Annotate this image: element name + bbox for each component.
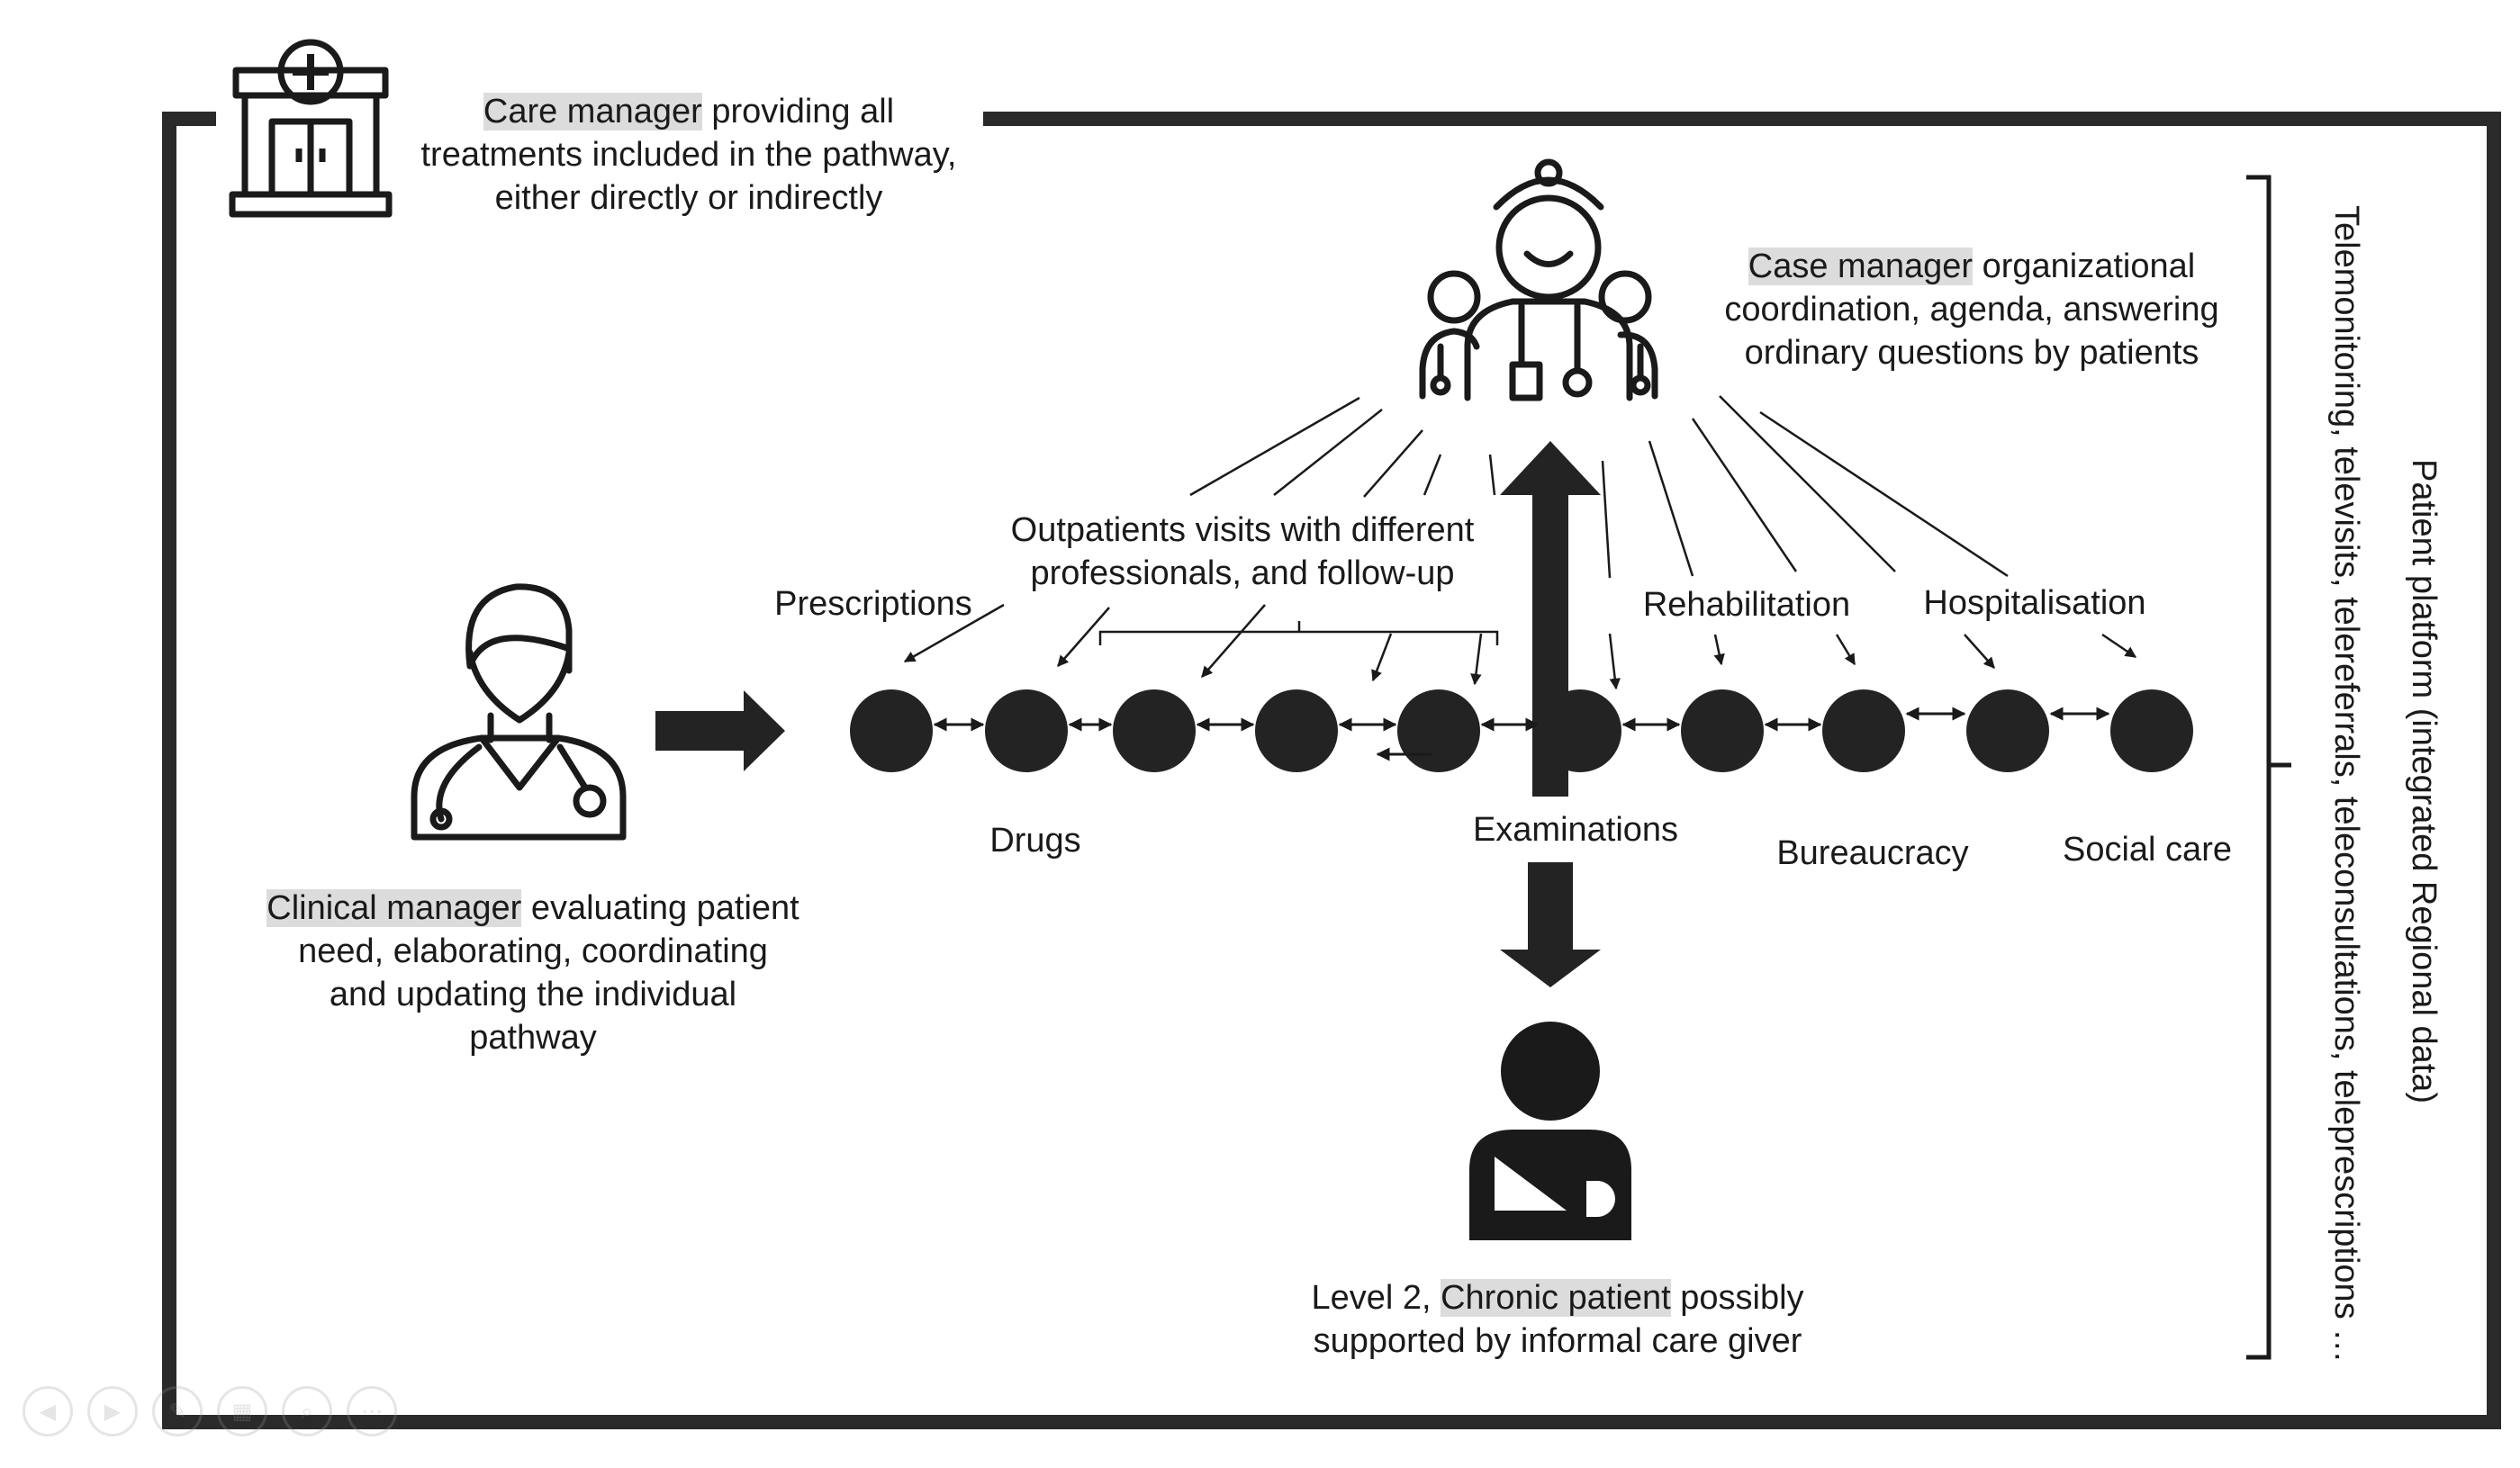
patient-title: Chronic patient — [1441, 1279, 1671, 1317]
medical-team-icon — [1419, 158, 1658, 401]
case-manager-title: Case manager — [1748, 248, 1974, 285]
platform-services: Telemonitoring, televisits, telereferral… — [2327, 205, 2365, 1364]
platform-bracket — [2246, 175, 2291, 1360]
pathway-node — [1113, 689, 1196, 772]
bureaucracy-label: Bureaucracy — [1776, 834, 1969, 872]
more-options-icon[interactable]: ⋯ — [347, 1386, 397, 1436]
clinical-manager-text: Clinical manager evaluating patient need… — [266, 889, 799, 1057]
zoom-icon[interactable]: ⌕ — [282, 1386, 332, 1436]
pathway-node — [1255, 689, 1338, 772]
pathway-nodes — [850, 689, 2193, 772]
slides-grid-icon[interactable]: ▦ — [217, 1386, 267, 1436]
fan-lines — [1189, 395, 2009, 579]
doctor-icon — [411, 583, 627, 841]
rehabilitation-label: Rehabilitation — [1642, 586, 1851, 624]
outer-frame — [162, 112, 2501, 1429]
pathway-node — [1822, 689, 1905, 772]
pathway-node — [1397, 689, 1480, 772]
vertical-up-arrow — [1500, 441, 1601, 797]
patient-text: Level 2, Chronic patient possibly suppor… — [1311, 1279, 1804, 1360]
pen-icon[interactable]: ✎ — [152, 1386, 203, 1436]
outpatients-bracket — [1098, 621, 1499, 645]
pathway-node — [2110, 689, 2193, 772]
social-care-label: Social care — [2063, 831, 2232, 869]
slide-controls: ◀ ▶ ✎ ▦ ⌕ ⋯ — [23, 1386, 397, 1436]
clinical-manager-title: Clinical manager — [266, 889, 522, 927]
prescriptions-label: Prescriptions — [774, 585, 972, 623]
pathway-node — [850, 689, 933, 772]
drugs-label: Drugs — [989, 822, 1081, 860]
pathway-node — [985, 689, 1068, 772]
label-arrows — [903, 603, 2137, 690]
outpatients-label: Outpatients visits with different profes… — [1010, 511, 1475, 592]
hospitalisation-label: Hospitalisation — [1923, 584, 2146, 622]
pathway-node — [1966, 689, 2049, 772]
care-manager-title: Care manager — [483, 93, 702, 131]
patient-icon — [1469, 1022, 1631, 1240]
node-connectors — [933, 707, 2110, 732]
case-manager-text: Case manager organizational coordination… — [1724, 248, 2219, 372]
examinations-label: Examinations — [1472, 811, 1679, 849]
vertical-down-arrow — [1500, 862, 1601, 987]
care-manager-text: Care manager providing all treatments in… — [420, 93, 957, 217]
platform-title: Patient platform (integrated Regional da… — [2405, 459, 2443, 1104]
pathway-node — [1681, 689, 1764, 772]
next-slide-icon[interactable]: ▶ — [87, 1386, 138, 1436]
previous-slide-icon[interactable]: ◀ — [23, 1386, 73, 1436]
clinical-to-pathway-arrow — [655, 690, 785, 771]
pathway-node — [1539, 689, 1621, 772]
hospital-icon — [229, 39, 393, 218]
